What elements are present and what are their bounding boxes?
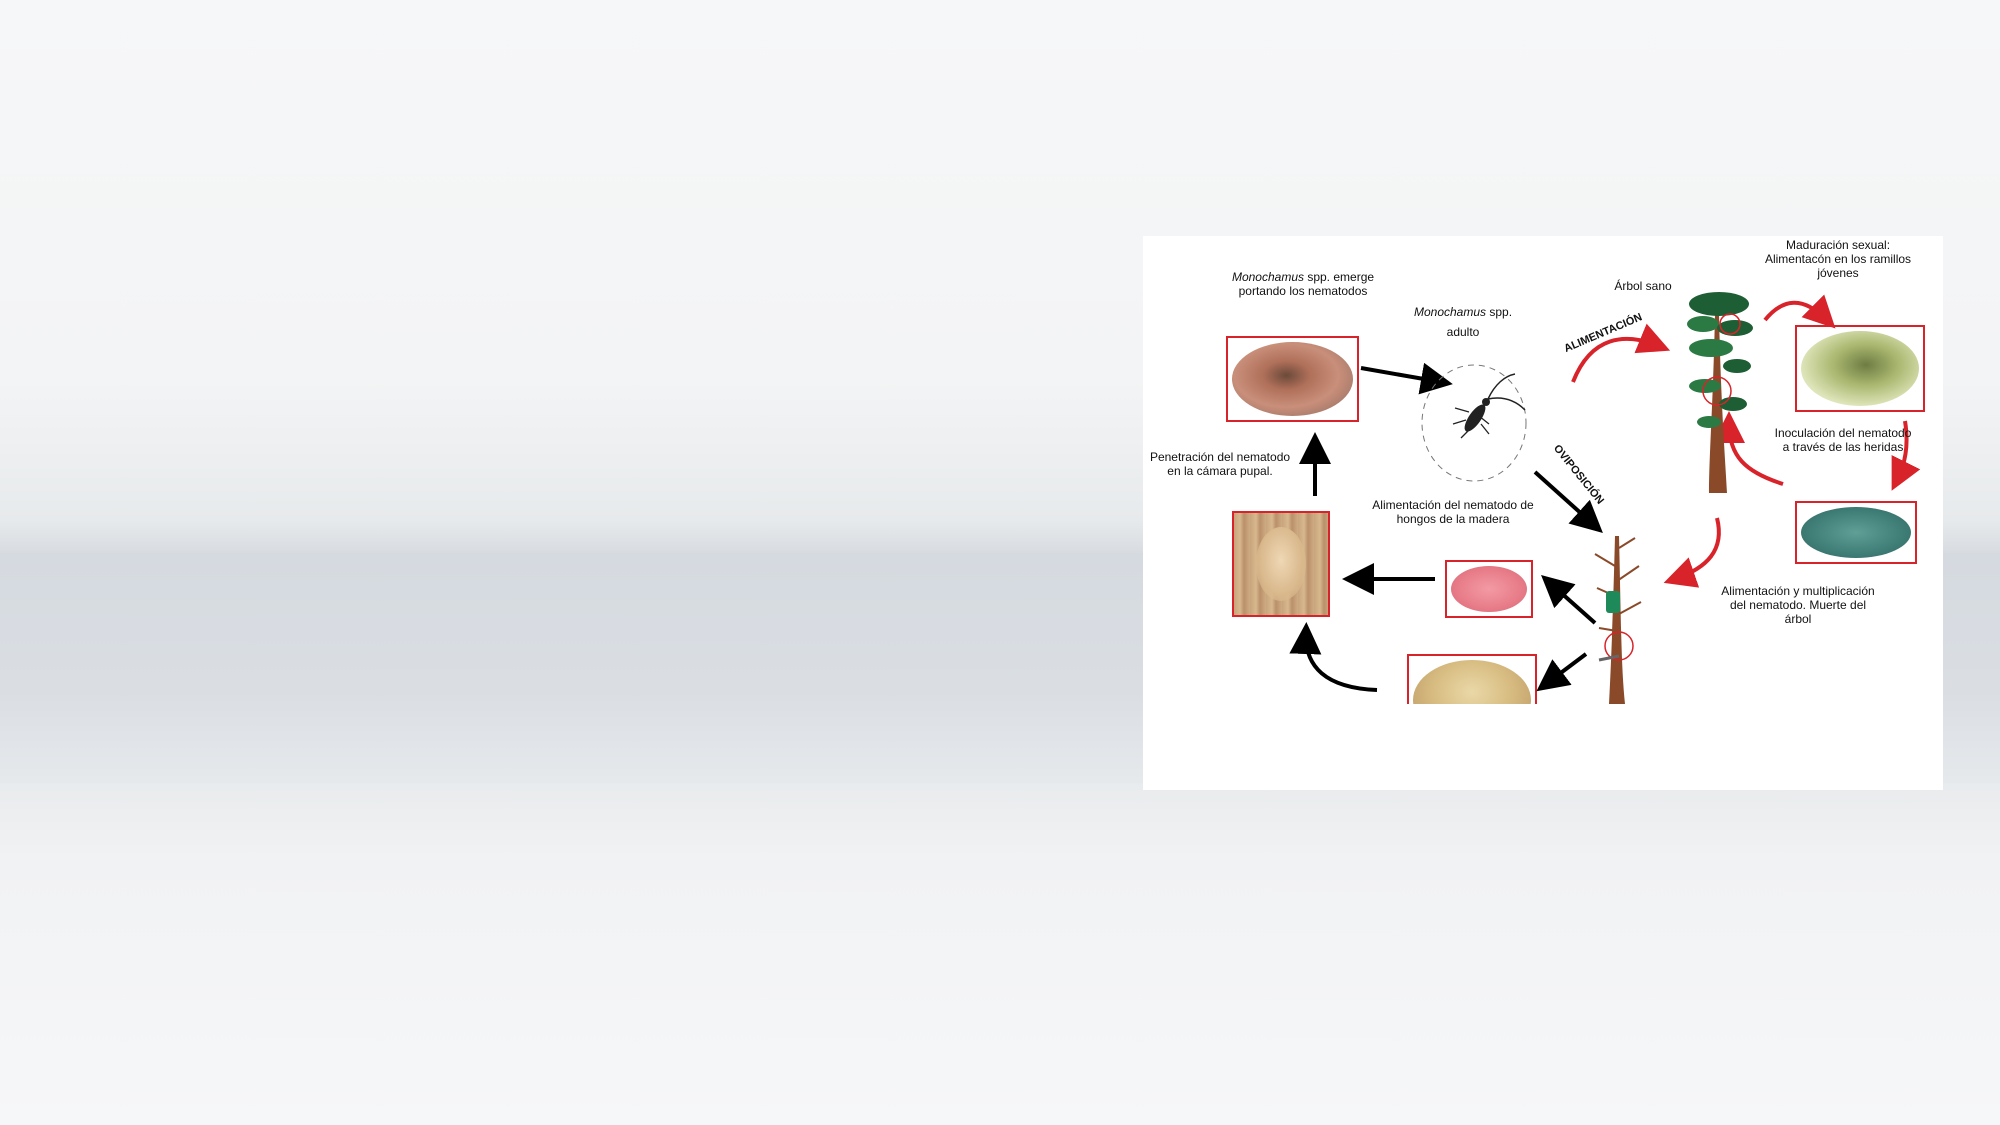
life-cycle-diagram: ALIMENTACIÓN OVIPOSICIÓN Monochamus spp.… (1143, 236, 1943, 790)
arrow-adult-to-dead-tree (1533, 470, 1603, 534)
label-adult: Monochamus spp. adulto (1413, 305, 1513, 339)
label-penetracion: Penetración del nematodo en la cámara pu… (1149, 450, 1291, 478)
arrow-tree-to-maturation (1763, 294, 1836, 329)
arrow-emerge-to-adult (1360, 362, 1453, 395)
arrow-tree-to-larvae (1536, 652, 1588, 692)
healthy-pine-tree (1687, 292, 1753, 493)
diagram-graphics (1289, 292, 1921, 704)
photo-larvae (1407, 654, 1537, 704)
arrow-larvae-to-pupal (1289, 622, 1378, 692)
label-alim-multiplicacion: Alimentación y multiplicación del nemato… (1721, 584, 1875, 626)
arrow-tree-to-fungi (1541, 575, 1597, 625)
photo-nematode-closeup (1795, 501, 1917, 564)
label-emerge: Monochamus spp. emerge portando los nema… (1231, 270, 1375, 298)
arrow-maturation-to-inoculation (1891, 420, 1921, 491)
arrow-feeding-to-tree (1571, 323, 1671, 383)
photo-beetle-emerging (1226, 336, 1359, 422)
label-inoculacion: Inoculación del nematodo a través de las… (1774, 426, 1912, 454)
arrow-tree-to-dead-tree (1663, 517, 1721, 588)
arrow-inoculation-to-tree (1713, 411, 1784, 486)
photo-pupal-chamber (1232, 511, 1330, 617)
photo-nematode-fungi (1445, 560, 1533, 618)
photo-twig-feeding (1795, 325, 1925, 412)
label-maduracion: Maduración sexual: Alimentacón en los ra… (1764, 238, 1912, 280)
label-arbol-sano: Árbol sano (1614, 279, 1672, 293)
label-alim-hongos: Alimentación del nematodo de hongos de l… (1372, 498, 1534, 526)
beetle-icon (1421, 364, 1527, 482)
dying-tree (1594, 536, 1642, 704)
